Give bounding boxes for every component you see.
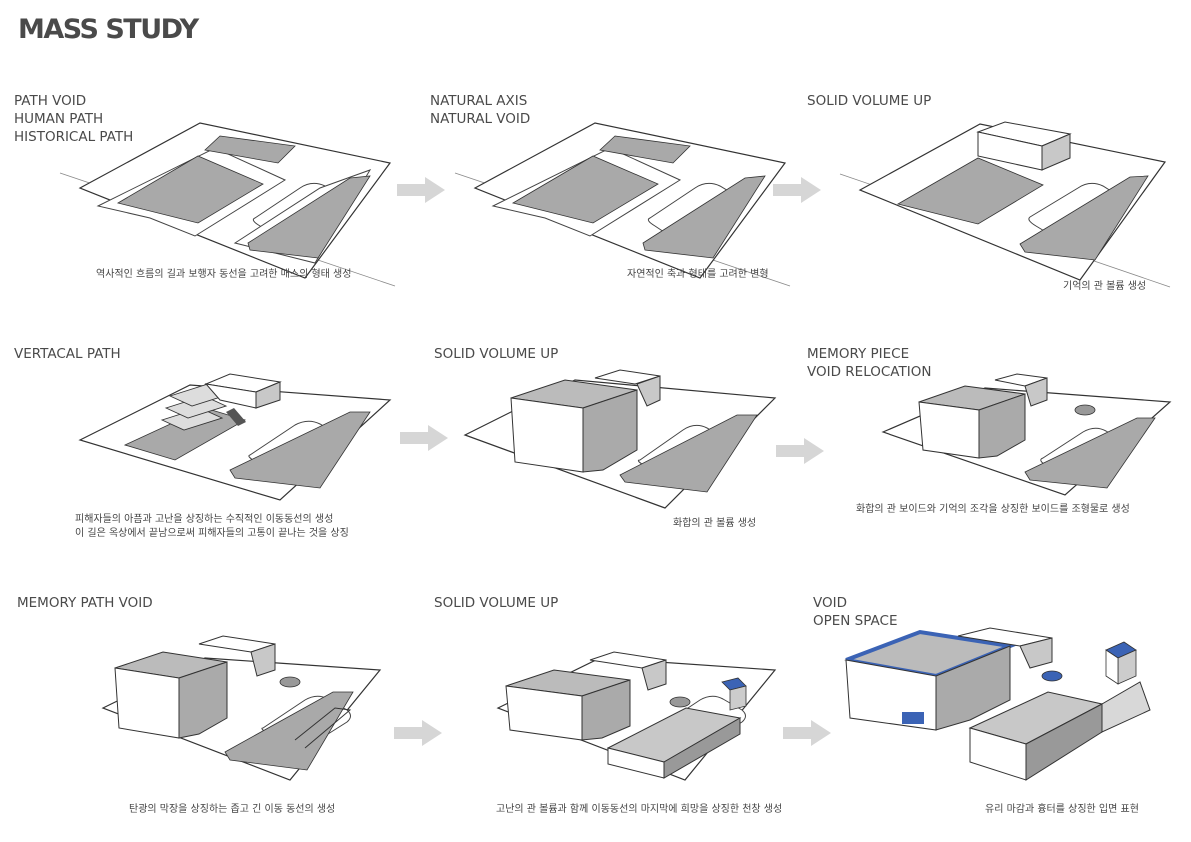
step-9-title: VOID OPEN SPACE [813,595,898,629]
step-5-title: SOLID VOLUME UP [434,346,559,362]
arrow-right-icon [397,177,445,203]
arrow-right-icon [400,425,448,451]
step-7-caption: 탄광의 막장을 상징하는 좁고 긴 이동 동선의 생성 [129,804,336,815]
step-5-caption: 화합의 관 볼륨 생성 [673,518,757,529]
step-4-caption: 피해자들의 아픔과 고난을 상징하는 수직적인 이동동선의 생성 이 길은 옥상… [75,514,349,539]
step-9-diagram [844,627,1151,781]
step-6-caption: 화합의 관 보이드와 기억의 조각을 상징한 보이드를 조형물로 생성 [856,504,1130,515]
step-6-title: MEMORY PIECE VOID RELOCATION [807,346,932,380]
step-1-title: PATH VOID HUMAN PATH HISTORICAL PATH [14,93,134,145]
step-3-title: SOLID VOLUME UP [807,93,932,109]
step-4-diagram [78,373,392,501]
step-4-title: VERTACAL PATH [14,346,121,362]
step-1-diagram [59,122,396,287]
arrow-right-icon [783,720,831,746]
step-3-caption: 기억의 관 볼륨 생성 [1063,281,1147,292]
step-2-caption: 자연적인 축과 형태를 고려한 변형 [627,269,769,280]
step-7-title: MEMORY PATH VOID [17,595,153,611]
page-title: MASS STUDY [18,14,199,45]
arrow-right-icon [394,720,442,746]
step-3-diagram [839,121,1171,288]
step-8-caption: 고난의 관 볼륨과 함께 이동동선의 마지막에 희망을 상징한 천창 생성 [496,804,783,815]
step-6-diagram [881,373,1172,496]
arrow-right-icon [776,438,824,464]
step-9-caption: 유리 마감과 흉터를 상징한 입면 표현 [985,804,1139,815]
step-8-title: SOLID VOLUME UP [434,595,559,611]
step-1-caption: 역사적인 흐름의 길과 보행자 동선을 고려한 매스의 형태 생성 [96,269,352,280]
step-7-diagram [101,635,382,781]
step-2-diagram [454,122,791,287]
step-8-diagram [496,651,777,781]
step-2-title: NATURAL AXIS NATURAL VOID [430,93,531,127]
step-5-diagram [463,369,777,509]
arrow-right-icon [773,177,821,203]
